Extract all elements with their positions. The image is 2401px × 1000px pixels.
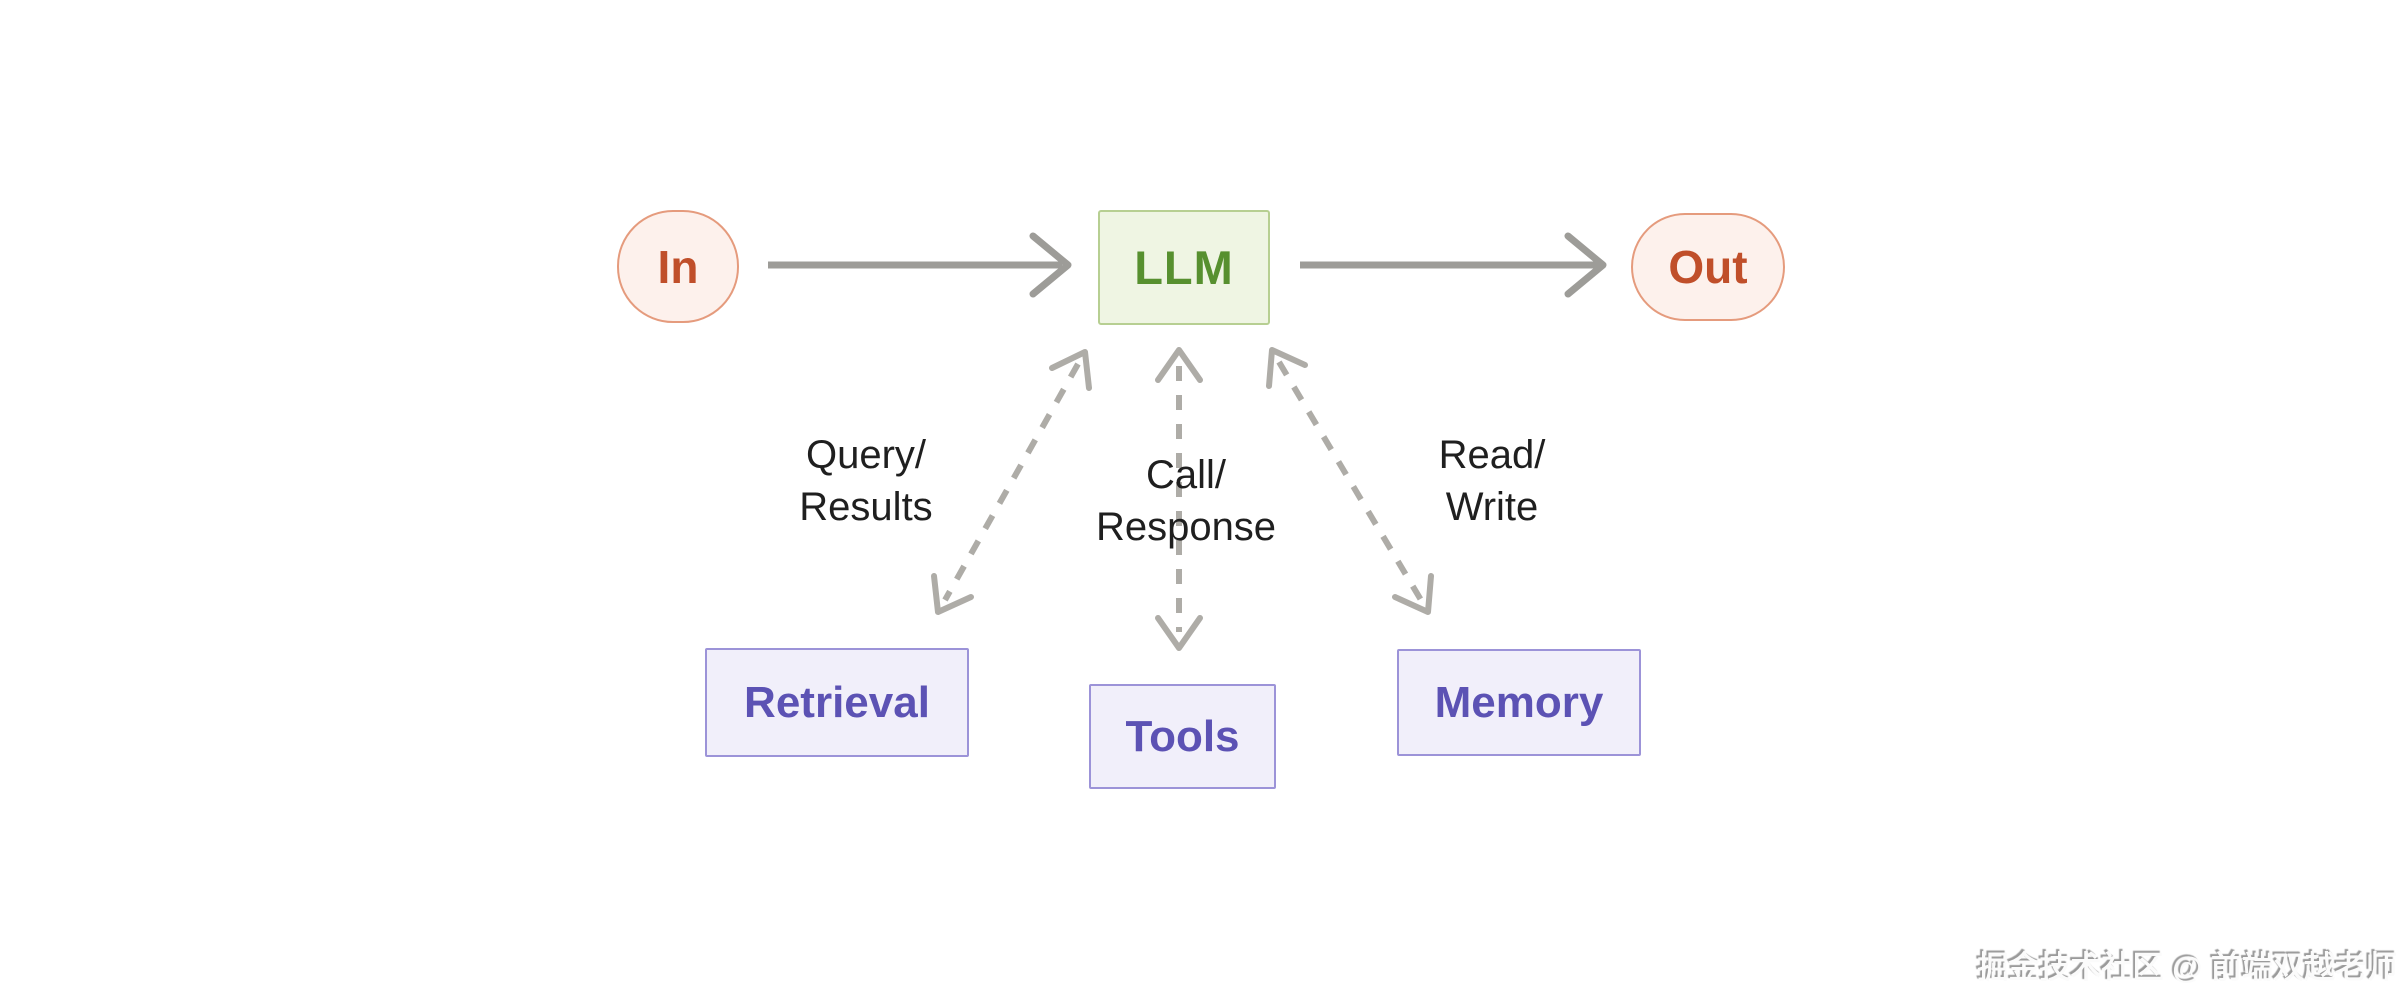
edge-label-query-results: Query/ Results <box>696 429 1036 533</box>
edge-label-line: Read/ <box>1438 433 1546 477</box>
memory-node-label: Memory <box>1434 677 1604 727</box>
edge-label-read-write: Read/ Write <box>1322 429 1662 533</box>
arrow-llm-to-out <box>1300 232 1607 298</box>
memory-node: Memory <box>1397 649 1641 756</box>
watermark: 掘金技术社区 @ 前端双越老师 <box>1977 950 2397 985</box>
edge-label-call-response: Call/ Response <box>1016 449 1356 553</box>
output-node: Out <box>1631 213 1785 321</box>
edge-label-line: Response <box>1095 505 1277 549</box>
tools-node: Tools <box>1089 684 1276 789</box>
edge-label-line: Write <box>1445 485 1539 529</box>
llm-node-label: LLM <box>1134 241 1234 294</box>
retrieval-node: Retrieval <box>705 648 969 757</box>
llm-node: LLM <box>1098 210 1270 325</box>
retrieval-node-label: Retrieval <box>744 677 930 727</box>
input-node: In <box>617 210 739 323</box>
edge-label-line: Call/ <box>1145 453 1227 497</box>
arrow-in-to-llm <box>768 232 1072 298</box>
edge-label-line: Results <box>799 485 933 529</box>
input-node-label: In <box>657 240 699 293</box>
tools-node-label: Tools <box>1125 711 1240 761</box>
edge-label-line: Query/ <box>805 433 927 477</box>
output-node-label: Out <box>1668 241 1748 293</box>
